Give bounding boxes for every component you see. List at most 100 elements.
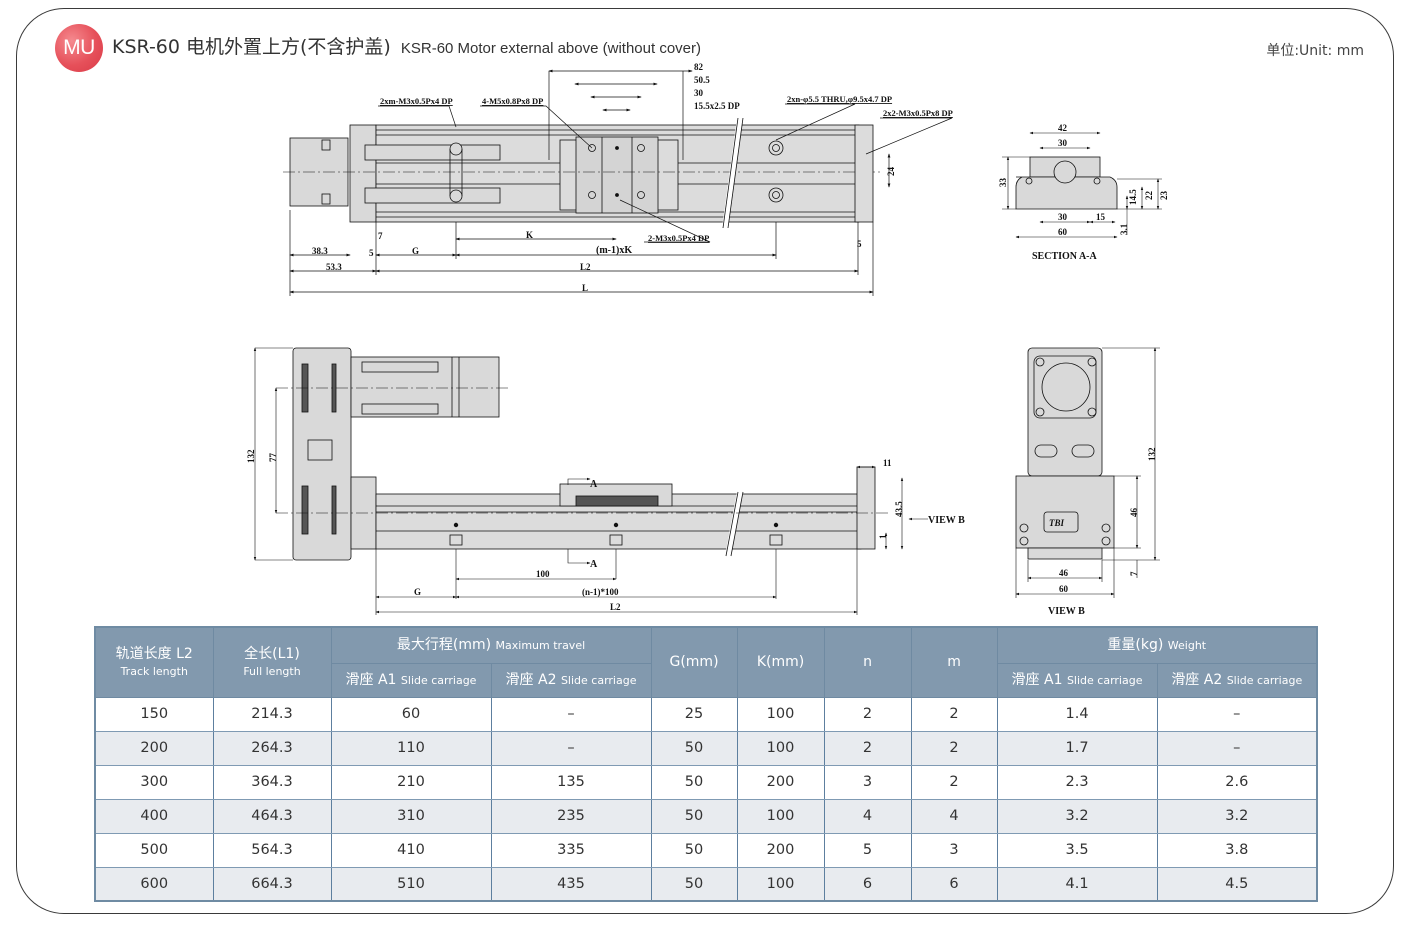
- cell-travel-a2: 435: [490, 866, 652, 902]
- dim-15-5: 15.5x2.5 DP: [694, 101, 740, 111]
- cell-weight-a2: 4.5: [1156, 866, 1318, 902]
- dim-82: 82: [694, 62, 704, 72]
- sec-dim-60: 60: [1058, 227, 1068, 237]
- page-title: KSR-60 电机外置上方(不含护盖) KSR-60 Motor externa…: [112, 32, 701, 59]
- travel-cn: 最大行程(mm): [396, 636, 492, 653]
- view-b: [1015, 347, 1160, 598]
- travel-a2-en: Slide carriage: [560, 673, 637, 687]
- col-header-weight-a1: 滑座 A1 Slide carriage: [996, 662, 1158, 698]
- view-b-arrow-label: VIEW B: [928, 515, 965, 526]
- cell-g-value: 50: [650, 866, 738, 902]
- cell-n-value: 3: [823, 764, 912, 800]
- dim-24: 24: [886, 167, 896, 177]
- cell-m-value: 4: [910, 798, 998, 834]
- cell-travel-a1: 210: [330, 764, 492, 800]
- dim-7: 7: [378, 231, 383, 241]
- col-header-travel-a2: 滑座 A2 Slide carriage: [490, 662, 652, 698]
- cell-k-value: 200: [736, 832, 825, 868]
- sec-dim-22: 22: [1144, 191, 1154, 201]
- cell-track-length: 300: [94, 764, 214, 800]
- col-header-travel-a1: 滑座 A1 Slide carriage: [330, 662, 492, 698]
- cell-g-value: 50: [650, 730, 738, 766]
- side-dim-n-100: (n-1)*100: [582, 587, 619, 597]
- side-dim-132: 132: [246, 449, 256, 463]
- dim-K: K: [526, 230, 533, 240]
- side-dim-43-5: 43.5: [894, 501, 904, 517]
- callout-carriage-tap: 4-M5x0.8Px8 DP: [482, 96, 543, 106]
- cell-n-value: 2: [823, 730, 912, 766]
- section-mark-bottom: A: [590, 559, 598, 570]
- callout-end-tap: 2x2-M3x0.5Px8 DP: [883, 108, 953, 118]
- dim-5-right: 5: [857, 239, 862, 249]
- side-dim-11: 11: [883, 458, 892, 468]
- cell-weight-a1: 4.1: [996, 866, 1158, 902]
- callout-bottom-tap: 2-M3x0.5Px4 DP: [648, 233, 709, 243]
- cell-k-value: 100: [736, 798, 825, 834]
- cell-travel-a1: 510: [330, 866, 492, 902]
- cell-m-value: 2: [910, 764, 998, 800]
- track-en: Track length: [120, 665, 188, 679]
- cell-n-value: 5: [823, 832, 912, 868]
- cell-weight-a1: 1.4: [996, 696, 1158, 732]
- cell-k-value: 100: [736, 696, 825, 732]
- cell-weight-a1: 3.2: [996, 798, 1158, 834]
- cell-travel-a2: 135: [490, 764, 652, 800]
- sec-dim-3-1: 3.1: [1119, 223, 1129, 235]
- dim-m-1-K: (m-1)xK: [596, 245, 632, 256]
- cell-k-value: 200: [736, 764, 825, 800]
- callout-tap-left: 2xm-M3x0.5Px4 DP: [380, 96, 453, 106]
- travel-en: Maximum travel: [495, 638, 586, 652]
- top-view: [283, 69, 953, 296]
- cell-weight-a2: 3.2: [1156, 798, 1318, 834]
- col-header-full-length: 全长(L1) Full length: [212, 626, 332, 698]
- cell-track-length: 600: [94, 866, 214, 902]
- section-a-a: [1002, 131, 1162, 239]
- cell-g-value: 50: [650, 832, 738, 868]
- side-dim-L2: L2: [610, 602, 621, 612]
- sec-dim-14-5: 14.5: [1128, 189, 1138, 205]
- vb-dim-46-horizontal: 46: [1059, 568, 1069, 578]
- dim-38-3: 38.3: [312, 246, 328, 256]
- col-header-g: G(mm): [650, 626, 738, 698]
- cell-n-value: 6: [823, 866, 912, 902]
- spec-table: 轨道长度 L2 Track length 全长(L1) Full length …: [94, 626, 1319, 902]
- weight-cn: 重量(kg): [1107, 636, 1164, 653]
- view-b-labels: TBI 132 46 7 46 60 VIEW B: [1048, 447, 1157, 617]
- cell-full-length: 264.3: [212, 730, 332, 766]
- end-plate: [349, 124, 377, 223]
- dim-5-left: 5: [369, 248, 374, 258]
- cell-g-value: 25: [650, 696, 738, 732]
- callout-through-hole: 2xn-φ5.5 THRU,φ9.5x4.7 DP: [787, 94, 892, 104]
- sec-dim-23: 23: [1159, 191, 1169, 201]
- page-frame: [16, 8, 1394, 914]
- sec-dim-42: 42: [1058, 123, 1068, 133]
- col-header-n: n: [823, 626, 912, 698]
- top-view-labels: 82 50.5 30 15.5x2.5 DP 2xm-M3x0.5Px4 DP …: [312, 62, 953, 293]
- dim-L2: L2: [580, 262, 591, 272]
- cell-track-length: 400: [94, 798, 214, 834]
- cell-track-length: 200: [94, 730, 214, 766]
- section-mark-top: A: [590, 479, 598, 490]
- cell-full-length: 364.3: [212, 764, 332, 800]
- vb-dim-132: 132: [1147, 447, 1157, 461]
- cell-travel-a2: 335: [490, 832, 652, 868]
- cell-weight-a1: 3.5: [996, 832, 1158, 868]
- weight-a2-cn: 滑座 A2: [1171, 671, 1223, 688]
- title-english: KSR-60 Motor external above (without cov…: [400, 40, 701, 57]
- cell-weight-a2: –: [1156, 696, 1318, 732]
- cell-full-length: 464.3: [212, 798, 332, 834]
- cell-weight-a1: 2.3: [996, 764, 1158, 800]
- full-cn: 全长(L1): [244, 646, 300, 663]
- weight-en: Weight: [1167, 638, 1207, 652]
- cell-full-length: 664.3: [212, 866, 332, 902]
- full-en: Full length: [243, 665, 301, 679]
- dim-30: 30: [694, 88, 704, 98]
- cell-travel-a2: –: [490, 696, 652, 732]
- cell-travel-a1: 110: [330, 730, 492, 766]
- side-dim-G: G: [414, 587, 421, 597]
- cell-g-value: 50: [650, 798, 738, 834]
- technical-drawing: 82 50.5 30 15.5x2.5 DP 2xm-M3x0.5Px4 DP …: [246, 62, 1169, 617]
